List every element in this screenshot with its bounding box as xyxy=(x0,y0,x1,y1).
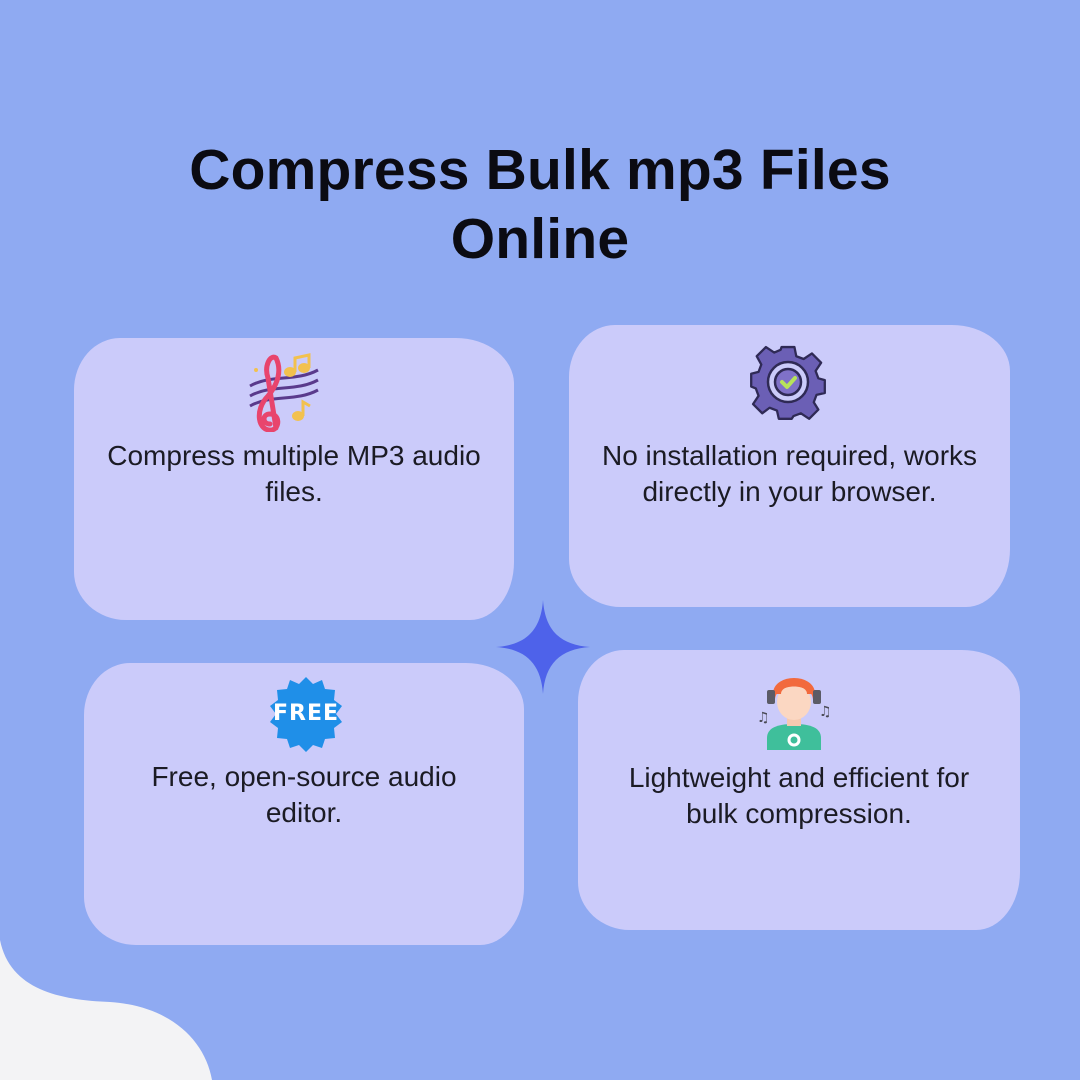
headphones-person-icon: ♫ ♫ xyxy=(757,678,832,750)
feature-card-lightweight: ♫ ♫ Lightweight and efficient for bulk c… xyxy=(578,650,1020,930)
card-text: Free, open-source audio editor. xyxy=(151,761,457,828)
page-title: Compress Bulk mp3 Files Online xyxy=(0,136,1080,274)
free-badge-text: FREE xyxy=(272,701,340,726)
feature-card-no-installation: No installation required, works directly… xyxy=(569,325,1010,607)
music-notes-icon xyxy=(249,353,319,432)
card-text: Lightweight and efficient for bulk compr… xyxy=(628,762,970,829)
svg-text:♫: ♫ xyxy=(757,710,770,726)
feature-card-multiple-mp3: Compress multiple MP3 audio files. xyxy=(74,338,514,620)
card-text: Compress multiple MP3 audio files. xyxy=(107,440,481,507)
sparkle-icon xyxy=(496,600,590,694)
title-line-2: Online xyxy=(450,207,630,272)
free-badge-icon: FREE xyxy=(266,675,346,755)
svg-text:♫: ♫ xyxy=(819,704,832,720)
gear-check-icon xyxy=(750,345,826,420)
feature-card-free-open-source: FREE Free, open-source audio editor. xyxy=(84,663,524,945)
title-line-1: Compress Bulk mp3 Files xyxy=(189,138,891,203)
card-text: No installation required, works directly… xyxy=(601,440,978,507)
